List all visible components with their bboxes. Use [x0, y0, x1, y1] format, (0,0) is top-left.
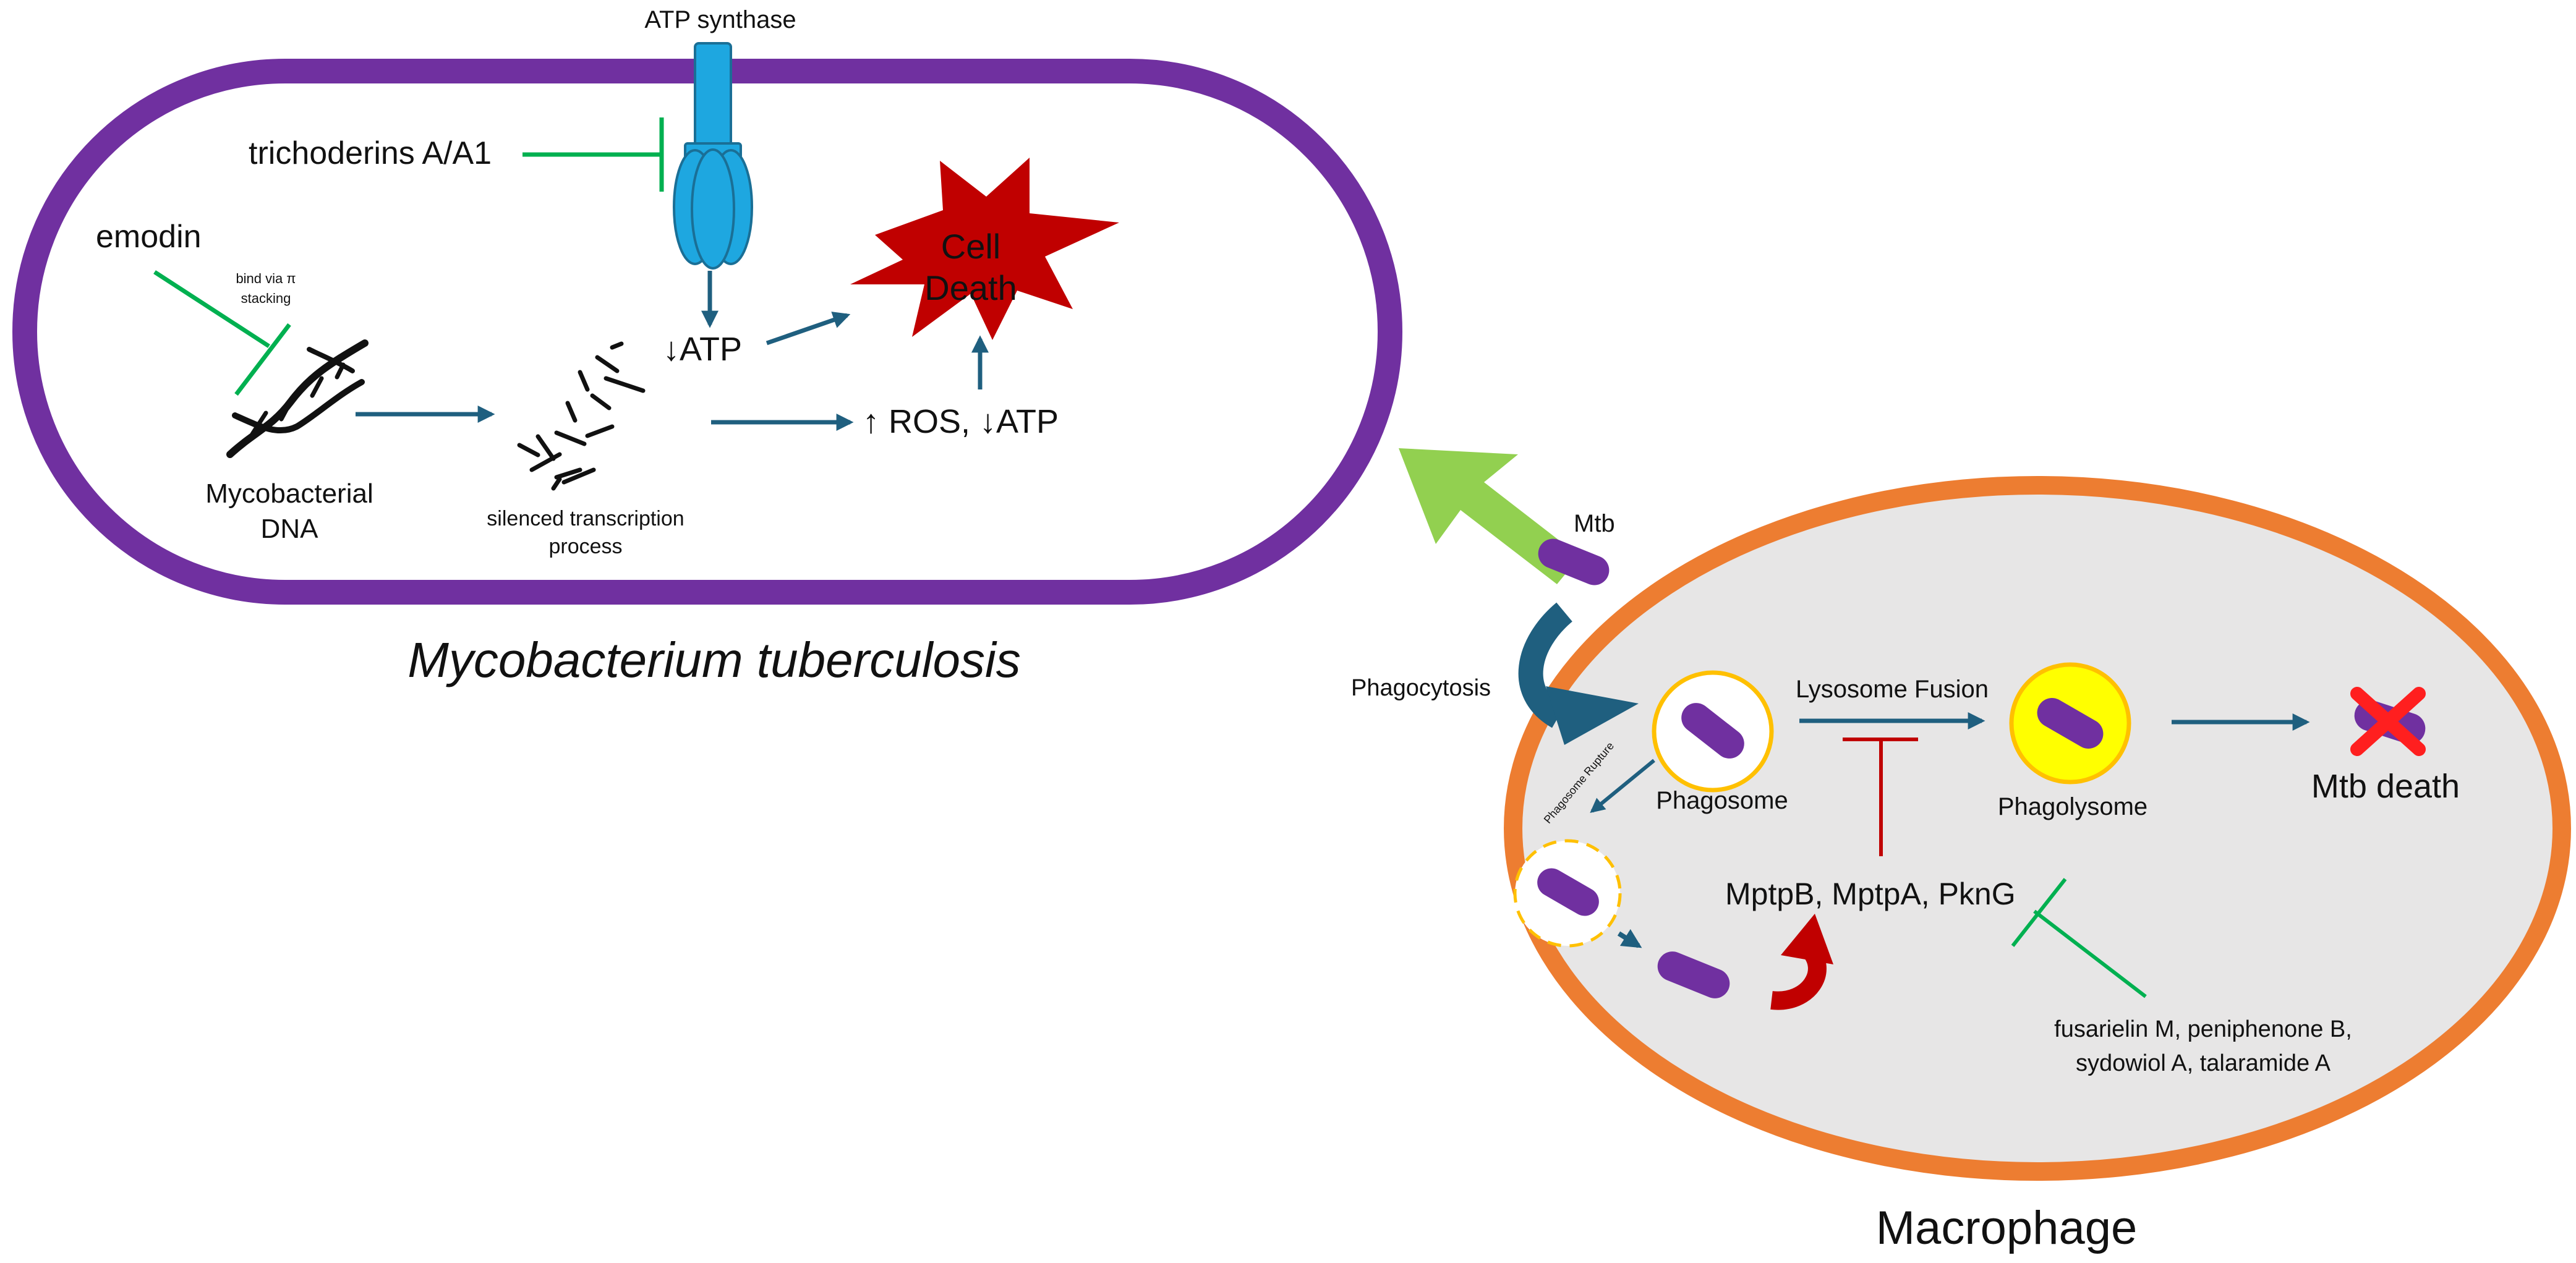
phagosome-label: Phagosome: [1656, 787, 1788, 814]
ros-atp-label: ↑ ROS, ↓ATP: [863, 403, 1059, 440]
phagosome-mtb-icon: [1681, 703, 1744, 759]
release-arrow-icon: [1770, 914, 1833, 1010]
trichoderins-inhibition-icon: [522, 117, 664, 192]
dead-mtb-icon: [2350, 687, 2426, 756]
cell-death-line2: Death: [924, 268, 1017, 307]
bind-note-line1: bind via π: [236, 271, 296, 286]
mptp-inhibition-icon: [1843, 738, 1918, 856]
emodin-label: emodin: [96, 219, 202, 255]
compounds-line2: sydowiol A, talaramide A: [2076, 1050, 2331, 1076]
macrophage-membrane: [1504, 476, 2571, 1181]
phagolysosome-label: Phagolysome: [1998, 793, 2147, 820]
silenced-label-line1: silenced transcription: [487, 507, 684, 530]
dna-label-line2: DNA: [261, 514, 319, 544]
mtb-cell-title: Mycobacterium tuberculosis: [407, 632, 1020, 687]
mtb-cell: ATP synthase trichoderins A/A1 emodin bi…: [12, 6, 1402, 687]
cell-death-line1: Cell: [941, 227, 1000, 266]
mtb-death-label: Mtb death: [2311, 768, 2460, 805]
inhibitors-label: MptpB, MptpA, PknG: [1725, 877, 2016, 911]
trichoderins-label: trichoderins A/A1: [249, 135, 492, 171]
mtb-pathway-arrows: [356, 271, 989, 431]
phagocytosis-arrow-icon: [1518, 602, 1639, 745]
phagocytosis-label: Phagocytosis: [1351, 675, 1491, 701]
bind-note-line2: stacking: [241, 291, 291, 306]
mtb-label: Mtb: [1574, 510, 1615, 537]
lysosome-fusion-label: Lysosome Fusion: [1796, 676, 1989, 703]
escaped-mtb-icon: [1657, 951, 1730, 998]
compounds-line1: fusarielin M, peniphenone B,: [2054, 1016, 2352, 1042]
atp-down-label: ↓ATP: [663, 331, 742, 368]
free-mtb-bacterium-icon: [1538, 538, 1610, 585]
cell-death-burst-icon: [850, 158, 1119, 340]
atp-synthase-label: ATP synthase: [644, 6, 796, 33]
dna-helix-icon: [226, 339, 369, 458]
macrophage: Mtb Phagocytosis Phagosome Lysosome Fusi…: [1351, 448, 2571, 1254]
fragmented-dna-icon: [517, 341, 646, 491]
atp-to-death-arrow: [766, 312, 851, 346]
atp-synthase-icon: [673, 42, 753, 270]
rupture-arrow: [1590, 759, 1655, 814]
entry-arrow-icon: [1399, 448, 1580, 584]
dna-label-line1: Mycobacterial: [205, 478, 373, 509]
phagolysosome-mtb-icon: [2037, 698, 2104, 749]
compound-inhibition-icon: [2011, 878, 2147, 998]
macrophage-title: Macrophage: [1876, 1202, 2138, 1254]
ruptured-phagosome-mtb-icon: [1537, 868, 1599, 916]
escape-arrow: [1617, 929, 1642, 948]
emodin-inhibition-icon: [153, 270, 291, 396]
silenced-label-line2: process: [548, 535, 622, 558]
